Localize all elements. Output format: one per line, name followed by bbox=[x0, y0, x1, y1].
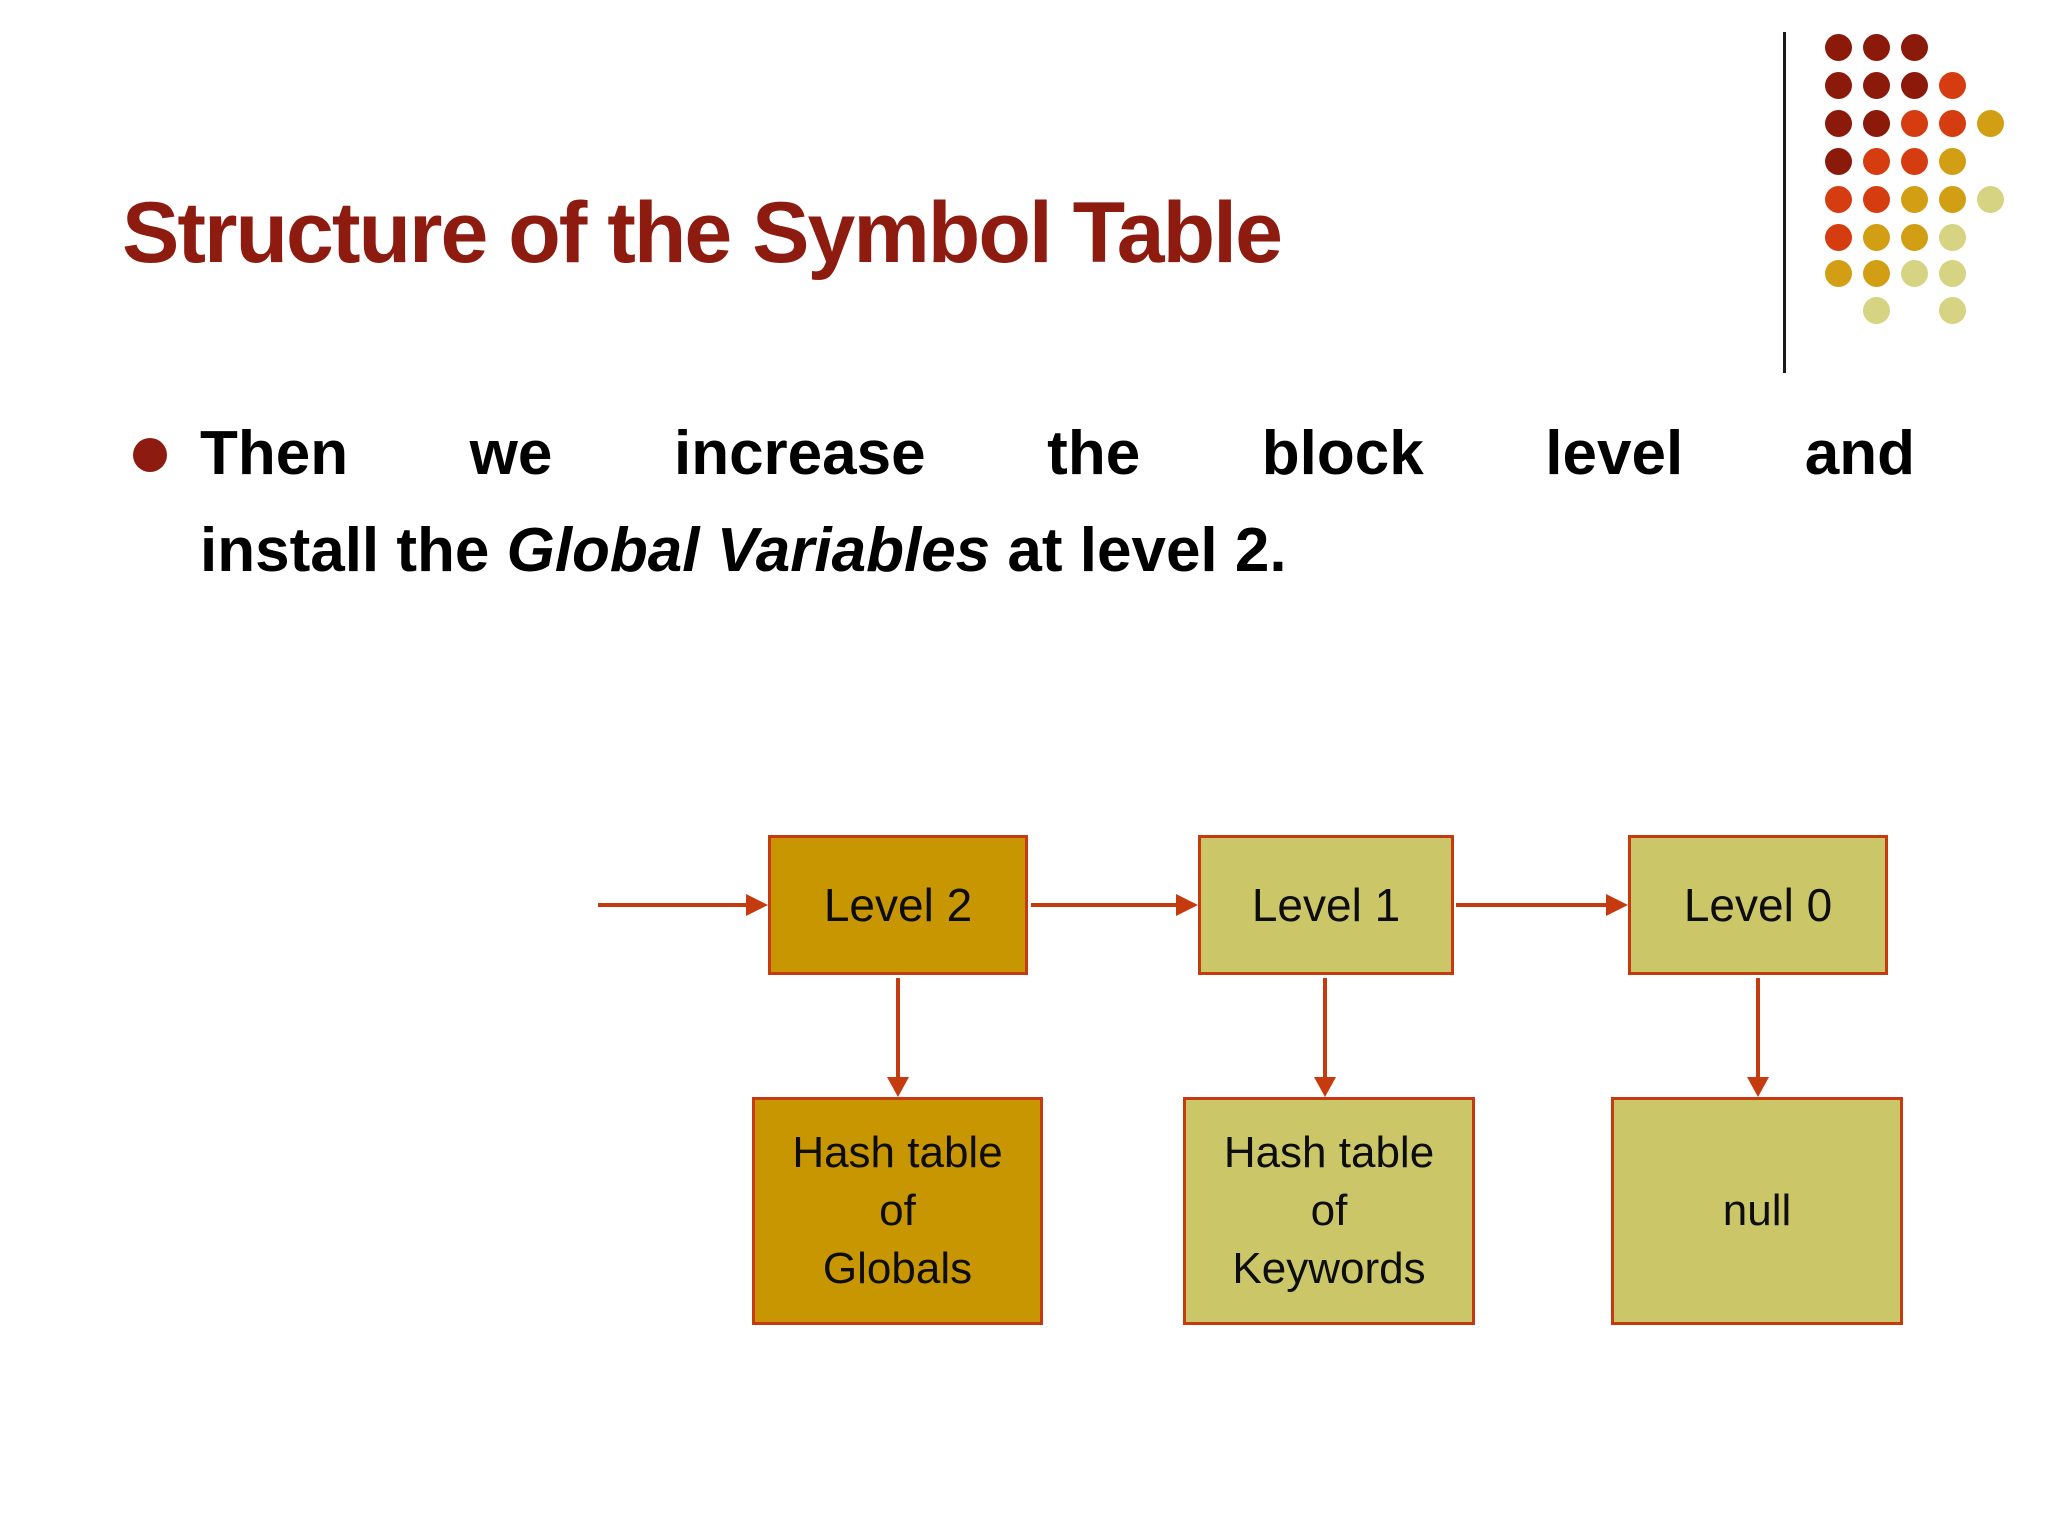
arrow-head-icon bbox=[1747, 1077, 1769, 1097]
decor-dot bbox=[1825, 186, 1852, 213]
decor-dot bbox=[1901, 224, 1928, 251]
decor-dot bbox=[1901, 72, 1928, 99]
decor-dot bbox=[1825, 148, 1852, 175]
decor-dot bbox=[1863, 72, 1890, 99]
decor-dot bbox=[1939, 224, 1966, 251]
node-level-0: Level 0 bbox=[1628, 835, 1888, 975]
bullet-line-2-italic: Global Variables bbox=[506, 516, 991, 585]
bullet-line-2-pre: install the bbox=[200, 516, 507, 585]
decor-dot bbox=[1977, 186, 2004, 213]
decor-dot bbox=[1901, 34, 1928, 61]
bullet-line-2-post: at level 2. bbox=[990, 516, 1287, 585]
arrow-head-icon bbox=[1314, 1077, 1336, 1097]
decor-dot bbox=[1863, 260, 1890, 287]
decor-dot bbox=[1939, 148, 1966, 175]
decor-dot bbox=[1977, 110, 2004, 137]
decor-dot bbox=[1939, 72, 1966, 99]
arrow-level-2-to-level-1 bbox=[1031, 894, 1198, 916]
arrow-level-1-to-level-0 bbox=[1456, 894, 1628, 916]
bullet-line-1: Then we increase the block level and bbox=[200, 419, 1915, 488]
node-level-0-label: Level 0 bbox=[1683, 879, 1833, 931]
bullet-line-2: install the Global Variables at level 2. bbox=[200, 502, 1915, 599]
node-hash-table-keywords: Hash table of Keywords bbox=[1183, 1097, 1475, 1325]
decor-dot bbox=[1863, 110, 1890, 137]
slide-title: Structure of the Symbol Table bbox=[122, 185, 1283, 281]
arrow-head-icon bbox=[887, 1077, 909, 1097]
node-null: null bbox=[1611, 1097, 1903, 1325]
bullet-marker bbox=[133, 438, 167, 472]
node-hash-keywords-line-1: Hash table bbox=[1223, 1128, 1435, 1177]
decor-dot bbox=[1825, 72, 1852, 99]
decor-dot bbox=[1863, 224, 1890, 251]
arrow-level-2-to-hash-globals bbox=[887, 978, 909, 1097]
node-level-1: Level 1 bbox=[1198, 835, 1454, 975]
decor-dot bbox=[1825, 224, 1852, 251]
arrow-shaft bbox=[1031, 903, 1178, 907]
arrow-level-1-to-hash-keywords bbox=[1314, 978, 1336, 1097]
decor-dot bbox=[1825, 34, 1852, 61]
node-hash-globals-line-1: Hash table bbox=[792, 1128, 1003, 1177]
divider-line bbox=[1783, 32, 1786, 373]
decor-dot bbox=[1901, 260, 1928, 287]
arrow-shaft bbox=[896, 978, 900, 1079]
arrow-shaft bbox=[1456, 903, 1608, 907]
arrow-entry-to-level-2 bbox=[598, 894, 768, 916]
decor-dot bbox=[1863, 148, 1890, 175]
decor-dot bbox=[1939, 186, 1966, 213]
bullet-text: Then we increase the block level and ins… bbox=[200, 405, 1915, 599]
arrow-level-0-to-null bbox=[1747, 978, 1769, 1097]
node-hash-globals-line-2: of bbox=[879, 1186, 916, 1235]
node-hash-keywords-line-3: Keywords bbox=[1232, 1244, 1426, 1293]
node-level-1-label: Level 1 bbox=[1251, 879, 1401, 931]
node-null-label: null bbox=[1722, 1186, 1792, 1235]
arrow-shaft bbox=[598, 903, 748, 907]
arrow-head-icon bbox=[1606, 894, 1628, 916]
decor-dot bbox=[1939, 297, 1966, 324]
decor-dot bbox=[1825, 110, 1852, 137]
decor-dot bbox=[1863, 34, 1890, 61]
node-hash-keywords-line-2: of bbox=[1310, 1186, 1348, 1235]
decor-dot bbox=[1939, 110, 1966, 137]
decor-dot bbox=[1863, 297, 1890, 324]
arrow-shaft bbox=[1323, 978, 1327, 1079]
decor-dot bbox=[1901, 186, 1928, 213]
decor-dot bbox=[1825, 260, 1852, 287]
node-level-2-label: Level 2 bbox=[823, 879, 973, 931]
node-hash-globals-line-3: Globals bbox=[822, 1244, 973, 1293]
decor-dot bbox=[1939, 260, 1966, 287]
node-hash-table-globals: Hash table of Globals bbox=[752, 1097, 1043, 1325]
node-level-2: Level 2 bbox=[768, 835, 1028, 975]
decor-dot bbox=[1863, 186, 1890, 213]
decor-dot bbox=[1901, 110, 1928, 137]
arrow-shaft bbox=[1756, 978, 1760, 1079]
arrow-head-icon bbox=[746, 894, 768, 916]
decor-dot bbox=[1901, 148, 1928, 175]
arrow-head-icon bbox=[1176, 894, 1198, 916]
